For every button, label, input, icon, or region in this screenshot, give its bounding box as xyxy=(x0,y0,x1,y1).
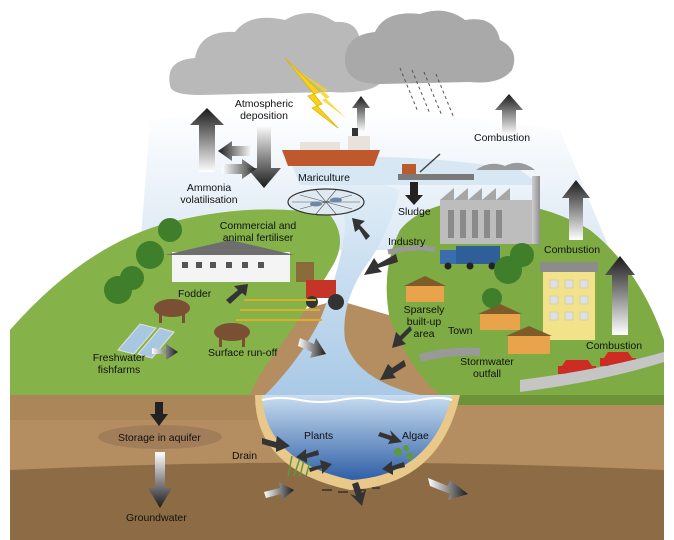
arrow-left-small xyxy=(218,141,252,161)
arrow-fishfarm xyxy=(152,344,178,360)
arrow-algae-down xyxy=(378,430,402,444)
label-combustion-right: Combustion xyxy=(586,340,643,352)
sediment-dashes xyxy=(322,487,380,493)
label-atmospheric-deposition: Atmospheric deposition xyxy=(234,98,294,122)
arrow-ship-up xyxy=(352,96,370,132)
arrow-runoff xyxy=(298,338,326,358)
lake-plants xyxy=(287,455,311,477)
arrow-stormwater xyxy=(380,360,406,380)
stormwater-pipe xyxy=(418,347,481,362)
industry-pipe xyxy=(387,245,436,255)
arrow-deposition-down xyxy=(247,125,281,188)
label-combustion-top: Combustion xyxy=(474,132,531,144)
flow-arrows xyxy=(152,218,468,506)
sludge-barge xyxy=(398,153,474,180)
arrow-mariculture-up xyxy=(352,218,370,240)
fishfarm-ponds xyxy=(117,323,175,359)
town-houses xyxy=(404,276,552,354)
arrow-fodder xyxy=(226,284,248,304)
cows xyxy=(154,299,250,347)
road xyxy=(520,352,664,392)
arrow-plants-right xyxy=(309,460,332,474)
lake xyxy=(262,395,452,480)
arrow-ammonia-up xyxy=(190,108,224,172)
label-ammonia-volatilisation: Ammonia volatilisation xyxy=(180,182,238,206)
truck xyxy=(440,246,500,270)
label-surface-runoff: Surface run-off xyxy=(208,347,278,359)
label-mariculture: Mariculture xyxy=(298,172,350,184)
arrow-to-groundwater xyxy=(148,452,172,508)
label-fodder: Fodder xyxy=(178,288,212,300)
soil-bottom xyxy=(10,462,664,540)
cloud-left xyxy=(169,12,388,95)
cloud-right xyxy=(345,10,515,84)
rain xyxy=(399,67,455,119)
label-town: Town xyxy=(448,325,473,337)
river xyxy=(265,178,420,395)
label-sludge: Sludge xyxy=(398,206,431,218)
mariculture-net xyxy=(287,188,365,216)
crop-field xyxy=(236,299,322,321)
arrow-right-small xyxy=(222,159,256,179)
arrow-sediment xyxy=(350,482,366,506)
arrow-lake-left-in xyxy=(264,482,294,500)
label-plants: Plants xyxy=(304,430,334,442)
label-stormwater-outfall: Stormwater outfall xyxy=(460,356,514,380)
arrow-drain xyxy=(262,436,290,452)
label-algae: Algae xyxy=(402,430,429,442)
lake-surface xyxy=(261,397,453,403)
apartment-building xyxy=(540,262,598,340)
cloud-group xyxy=(169,10,515,95)
label-industry: Industry xyxy=(388,236,426,248)
lightning-bolt xyxy=(284,57,339,129)
arrow-to-aquifer xyxy=(150,402,168,426)
arrow-algae-left xyxy=(382,461,405,475)
label-fertiliser: Commercial and animal fertiliser xyxy=(219,220,297,244)
label-drain: Drain xyxy=(232,450,258,462)
label-combustion-mid: Combustion xyxy=(544,244,601,256)
arrow-combustion-top xyxy=(495,94,523,135)
factory xyxy=(440,162,540,244)
arrow-combustion-mid xyxy=(562,180,590,240)
arrow-sparse-to-river xyxy=(392,326,412,348)
trees xyxy=(104,218,534,308)
aquifer xyxy=(98,425,222,449)
arrow-industry-to-river xyxy=(364,254,398,275)
farm xyxy=(165,240,314,282)
arrow-plants-left xyxy=(296,449,319,463)
soil-top-edge xyxy=(10,395,260,420)
right-land-edge xyxy=(440,395,664,405)
arrow-lake-right xyxy=(428,478,468,500)
lake-algae xyxy=(394,445,414,460)
arrow-combustion-right xyxy=(605,256,635,335)
label-freshwater-fishfarms: Freshwater fishfarms xyxy=(92,352,146,376)
ship xyxy=(282,128,380,166)
label-storage-in-aquifer: Storage in aquifer xyxy=(118,432,201,444)
label-sparsely-built-up: Sparsely built-up area xyxy=(403,304,445,340)
label-groundwater: Groundwater xyxy=(126,512,187,524)
lightning-bolt-2 xyxy=(300,72,346,118)
arrow-sludge-down xyxy=(405,182,423,205)
